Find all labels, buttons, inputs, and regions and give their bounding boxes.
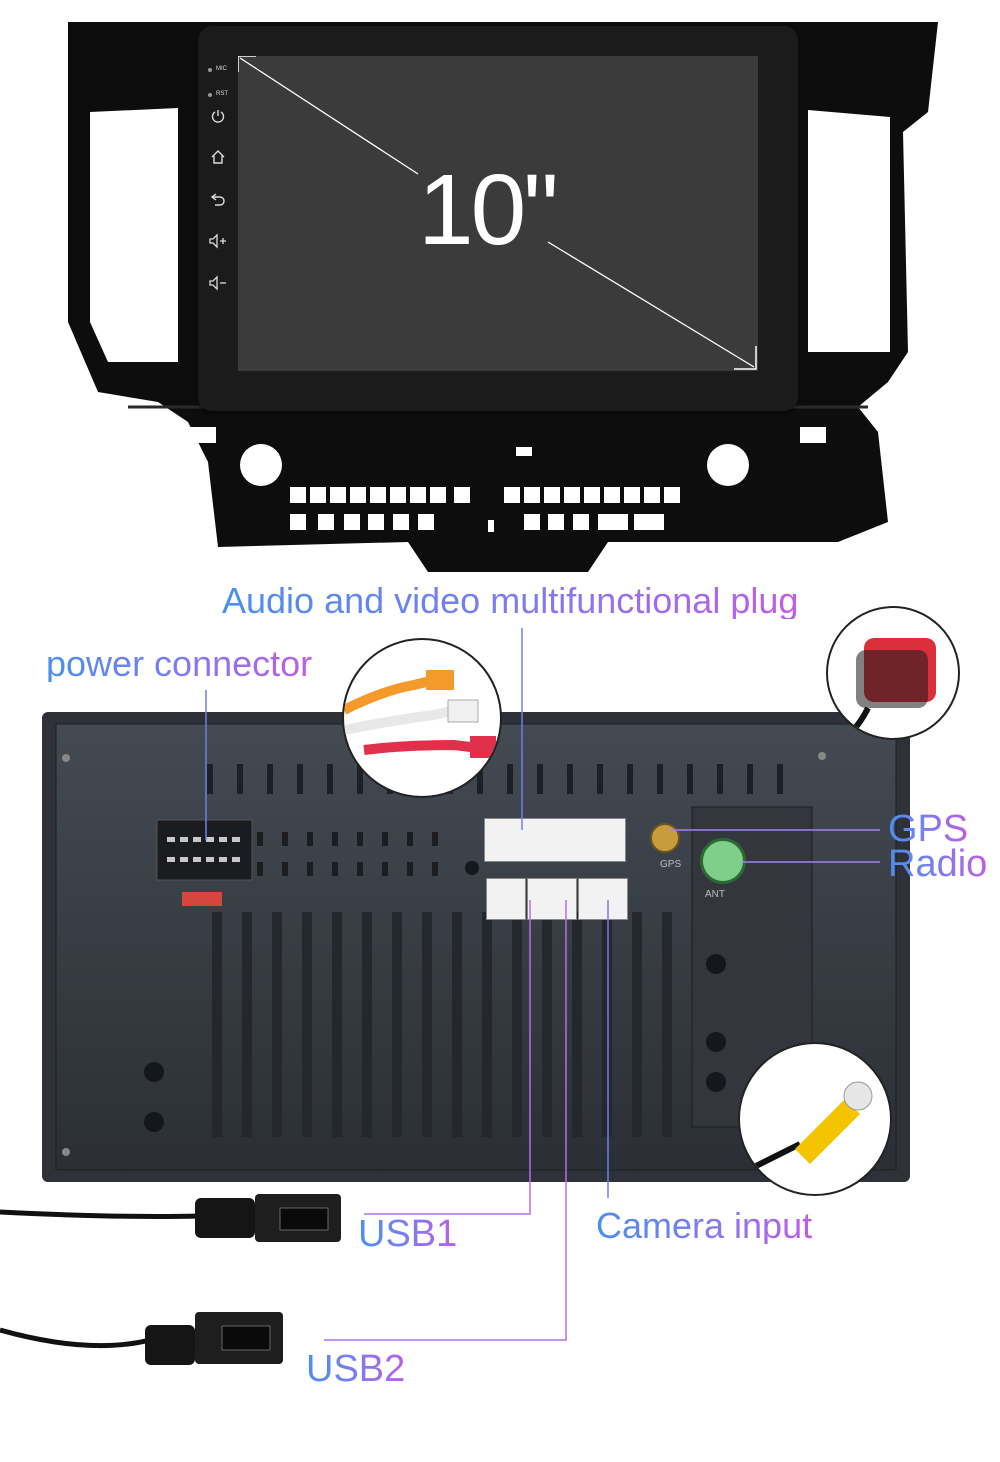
camera-rca-inset — [738, 1042, 892, 1196]
rca-cables-inset — [342, 638, 502, 798]
side-button-column: MIC RST — [202, 60, 234, 360]
display-screen[interactable] — [238, 56, 758, 371]
power-icon[interactable] — [210, 108, 226, 124]
volume-up-icon[interactable] — [208, 233, 228, 249]
radio-port-mark: ANT — [705, 889, 725, 900]
power-connector-label: power connector — [46, 643, 313, 684]
diagonal-marker — [238, 56, 757, 370]
gps-port — [650, 823, 680, 853]
gps-port-mark: GPS — [660, 859, 682, 870]
home-icon[interactable] — [210, 149, 226, 165]
gps-antenna-inset — [826, 606, 960, 740]
radio-port — [700, 838, 746, 884]
mic-label: MIC — [216, 66, 227, 72]
back-icon[interactable] — [210, 191, 226, 207]
usb2-label: USB2 — [306, 1348, 406, 1390]
volume-down-icon[interactable] — [208, 275, 228, 291]
leader-lines — [205, 628, 880, 1341]
display-size-label: 10" — [418, 154, 559, 266]
camera-connector — [578, 878, 628, 920]
usb2-connector — [527, 878, 577, 920]
mic-hole — [208, 68, 212, 72]
usb-cables — [0, 1194, 341, 1365]
reset-hole[interactable] — [208, 93, 212, 97]
usb1-label: USB1 — [358, 1213, 458, 1255]
audio-video-plug-label: Audio and video multifunctional plug — [222, 580, 799, 621]
gps-label: GPS — [888, 808, 969, 850]
camera-input-label: Camera input — [596, 1205, 813, 1246]
rst-label: RST — [216, 91, 228, 97]
radio-label: Radio — [888, 843, 988, 885]
audio-video-connector — [484, 818, 626, 862]
usb1-connector — [486, 878, 526, 920]
